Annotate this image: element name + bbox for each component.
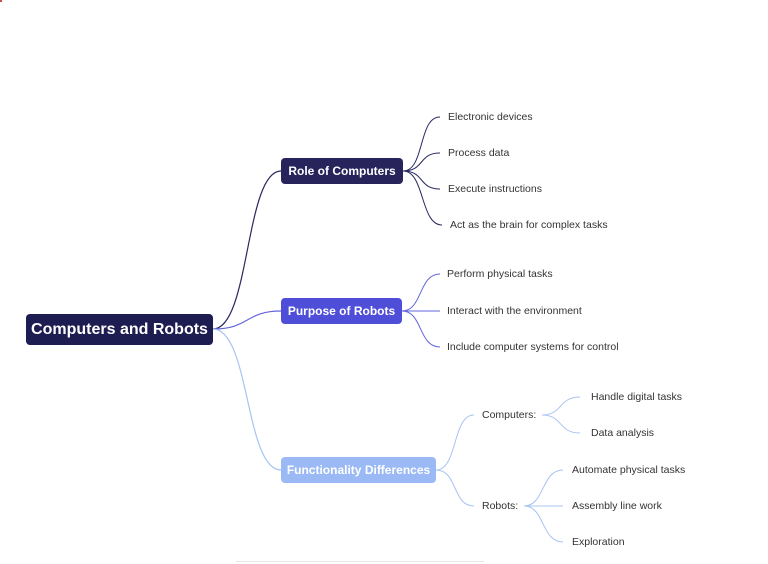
- corner-mark: [0, 0, 2, 2]
- root-node[interactable]: Computers and Robots: [26, 314, 213, 345]
- leaf-data-analysis[interactable]: Data analysis: [591, 427, 655, 439]
- leaf-include-computer-systems[interactable]: Include computer systems for control: [447, 341, 619, 353]
- edge-role-process-data: [402, 152, 441, 172]
- branch-functionality-differences[interactable]: Functionality Differences: [281, 457, 436, 483]
- edge-robots-automate-physical: [523, 469, 564, 507]
- branch-label: Functionality Differences: [286, 463, 431, 477]
- leaf-electronic-devices[interactable]: Electronic devices: [448, 111, 533, 123]
- leaf-interact-environment[interactable]: Interact with the environment: [447, 305, 582, 317]
- branch-label: Role of Computers: [288, 164, 396, 178]
- group-computers[interactable]: Computers:: [482, 409, 537, 421]
- leaf-process-data[interactable]: Process data: [448, 147, 510, 159]
- group-robots[interactable]: Robots:: [482, 500, 519, 512]
- bottom-divider: [236, 561, 484, 562]
- leaf-automate-physical-tasks[interactable]: Automate physical tasks: [572, 464, 686, 476]
- branch-label: Purpose of Robots: [287, 304, 396, 318]
- edge-root-purpose-of-robots: [212, 310, 282, 330]
- edge-role-act-as-brain: [402, 170, 443, 226]
- leaf-exploration[interactable]: Exploration: [572, 536, 625, 548]
- edge-computers-data-analysis: [541, 414, 581, 434]
- branch-role-of-computers[interactable]: Role of Computers: [281, 158, 403, 184]
- edge-computers-handle-digital: [541, 396, 581, 416]
- edge-func-robots: [435, 469, 475, 507]
- edge-root-role-of-computers: [212, 170, 282, 330]
- root-node-label: Computers and Robots: [31, 320, 208, 338]
- edge-func-computers: [435, 414, 475, 471]
- leaf-handle-digital-tasks[interactable]: Handle digital tasks: [591, 391, 683, 403]
- leaf-act-as-brain[interactable]: Act as the brain for complex tasks: [450, 219, 608, 231]
- edge-robots-exploration: [523, 505, 564, 543]
- edge-role-electronic-devices: [402, 116, 441, 172]
- leaf-perform-physical-tasks[interactable]: Perform physical tasks: [447, 268, 553, 280]
- leaf-execute-instructions[interactable]: Execute instructions: [448, 183, 542, 195]
- leaf-assembly-line-work[interactable]: Assembly line work: [572, 500, 662, 512]
- edge-role-execute-instructions: [402, 170, 441, 190]
- branch-purpose-of-robots[interactable]: Purpose of Robots: [281, 298, 402, 324]
- edge-root-functionality-differences: [212, 328, 282, 471]
- edge-purpose-perform-physical: [401, 273, 441, 312]
- edge-purpose-include-systems: [401, 310, 441, 348]
